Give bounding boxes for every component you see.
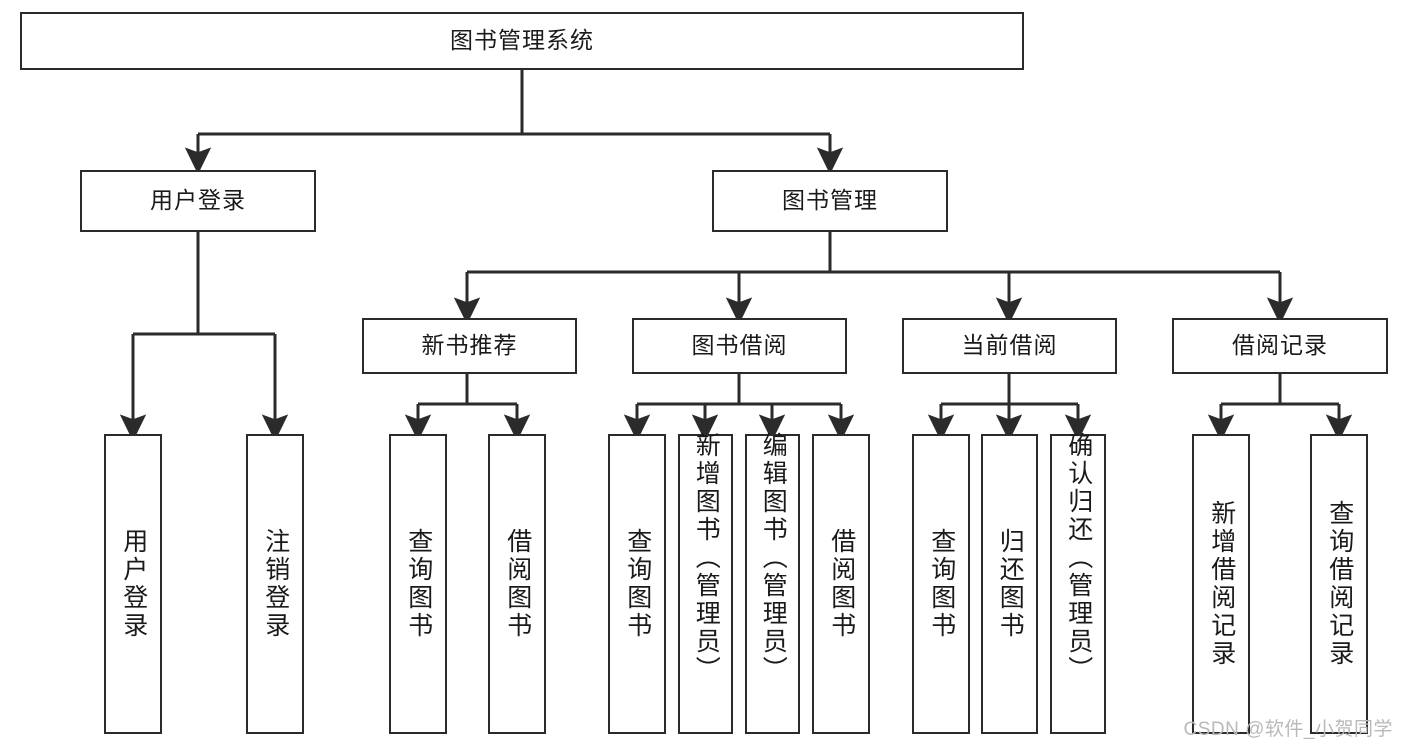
leaf-add-borrow-record[interactable]: 新增借阅记录 (1192, 434, 1250, 734)
node-label: 新增借阅记录 (1207, 500, 1236, 668)
node-label: 借阅记录 (1232, 332, 1328, 359)
leaf-borrow-book[interactable]: 借阅图书 (812, 434, 870, 734)
node-label: 查询图书 (623, 528, 652, 640)
leaf-user-login[interactable]: 用户登录 (104, 434, 162, 734)
node-root-book-management-system[interactable]: 图书管理系统 (20, 12, 1024, 70)
node-new-book-recommendation[interactable]: 新书推荐 (362, 318, 577, 374)
node-label: 查询借阅记录 (1325, 500, 1354, 668)
node-current-borrowing[interactable]: 当前借阅 (902, 318, 1117, 374)
node-label: 注销登录 (261, 528, 290, 640)
node-label: 查询图书 (927, 528, 956, 640)
leaf-confirm-return-admin[interactable]: 确认归还（管理员） (1050, 432, 1106, 734)
leaf-query-book-current[interactable]: 查询图书 (912, 434, 970, 734)
watermark: CSDN @软件_小贺同学 (1183, 719, 1393, 740)
node-label: 归还图书 (996, 528, 1025, 640)
node-label: 确认归还（管理员） (1064, 432, 1093, 684)
node-label: 新书推荐 (421, 332, 518, 359)
leaf-edit-book-admin[interactable]: 编辑图书（管理员） (745, 432, 800, 734)
node-label: 用户登录 (119, 528, 148, 640)
node-label: 当前借阅 (961, 332, 1058, 359)
node-label: 图书管理系统 (450, 27, 594, 54)
node-book-borrowing[interactable]: 图书借阅 (632, 318, 847, 374)
node-label: 编辑图书（管理员） (759, 432, 788, 684)
node-label: 用户登录 (150, 187, 246, 214)
node-borrowing-record[interactable]: 借阅记录 (1172, 318, 1388, 374)
node-label: 图书借阅 (691, 332, 788, 359)
leaf-query-book-recommend[interactable]: 查询图书 (389, 434, 447, 734)
node-user-login[interactable]: 用户登录 (80, 170, 316, 232)
node-label: 图书管理 (782, 187, 878, 214)
leaf-query-borrow-record[interactable]: 查询借阅记录 (1310, 434, 1368, 734)
leaf-logout-login[interactable]: 注销登录 (246, 434, 304, 734)
node-label: 借阅图书 (827, 528, 856, 640)
node-label: 新增图书（管理员） (692, 432, 721, 684)
leaf-query-book-borrow[interactable]: 查询图书 (608, 434, 666, 734)
leaf-borrow-book-recommend[interactable]: 借阅图书 (488, 434, 546, 734)
node-label: 查询图书 (404, 528, 433, 640)
node-label: 借阅图书 (503, 528, 532, 640)
leaf-return-book[interactable]: 归还图书 (981, 434, 1038, 734)
leaf-add-book-admin[interactable]: 新增图书（管理员） (678, 432, 733, 734)
node-book-management[interactable]: 图书管理 (712, 170, 948, 232)
